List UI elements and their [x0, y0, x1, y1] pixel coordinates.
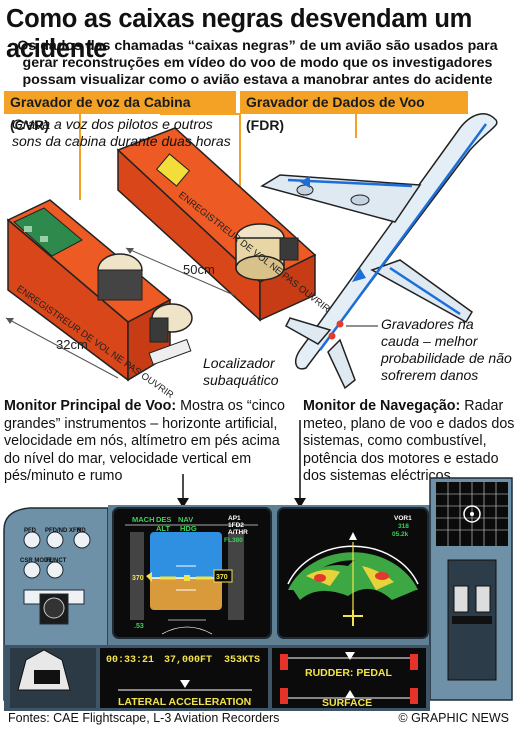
- dimension-length: 50cm: [183, 262, 215, 277]
- credit-note: © GRAPHIC NEWS: [398, 711, 509, 725]
- fdr-box: [116, 127, 317, 322]
- pfd-screen: [112, 507, 272, 639]
- page-title: Como as caixas negras desvendam um acide…: [6, 5, 473, 63]
- page-subtitle: Os dados das chamadas “caixas negras” de…: [17, 38, 498, 88]
- airplane-illustration: [260, 113, 498, 390]
- locator-label: Localizador subaquático: [203, 355, 279, 388]
- nd-body: Radar meteo, plano de voo e dados dos si…: [303, 398, 515, 484]
- nd-description: Monitor de Navegação: Radar meteo, plano…: [303, 398, 515, 486]
- nd-screen: [277, 507, 429, 639]
- tail-note: Gravadores na cauda – melhor probabilida…: [381, 316, 512, 383]
- sources-note: Fontes: CAE Flightscape, L-3 Aviation Re…: [8, 711, 280, 725]
- cvr-description: Grava a voz dos pilotos e outros sons da…: [12, 116, 231, 149]
- pfd-body: Mostra os “cinco grandes” instrumentos –…: [4, 398, 285, 484]
- cvr-tag: Gravador de voz da Cabina (CVR): [4, 91, 236, 133]
- dimension-width: 32cm: [56, 337, 88, 352]
- pfd-heading: Monitor Principal de Voo:: [4, 398, 177, 414]
- pfd-description: Monitor Principal de Voo: Mostra os “cin…: [4, 398, 299, 486]
- nd-heading: Monitor de Navegação:: [303, 398, 461, 414]
- fdr-tag: Gravador de Dados de Voo (FDR): [240, 91, 468, 133]
- cvr-box: [6, 199, 193, 382]
